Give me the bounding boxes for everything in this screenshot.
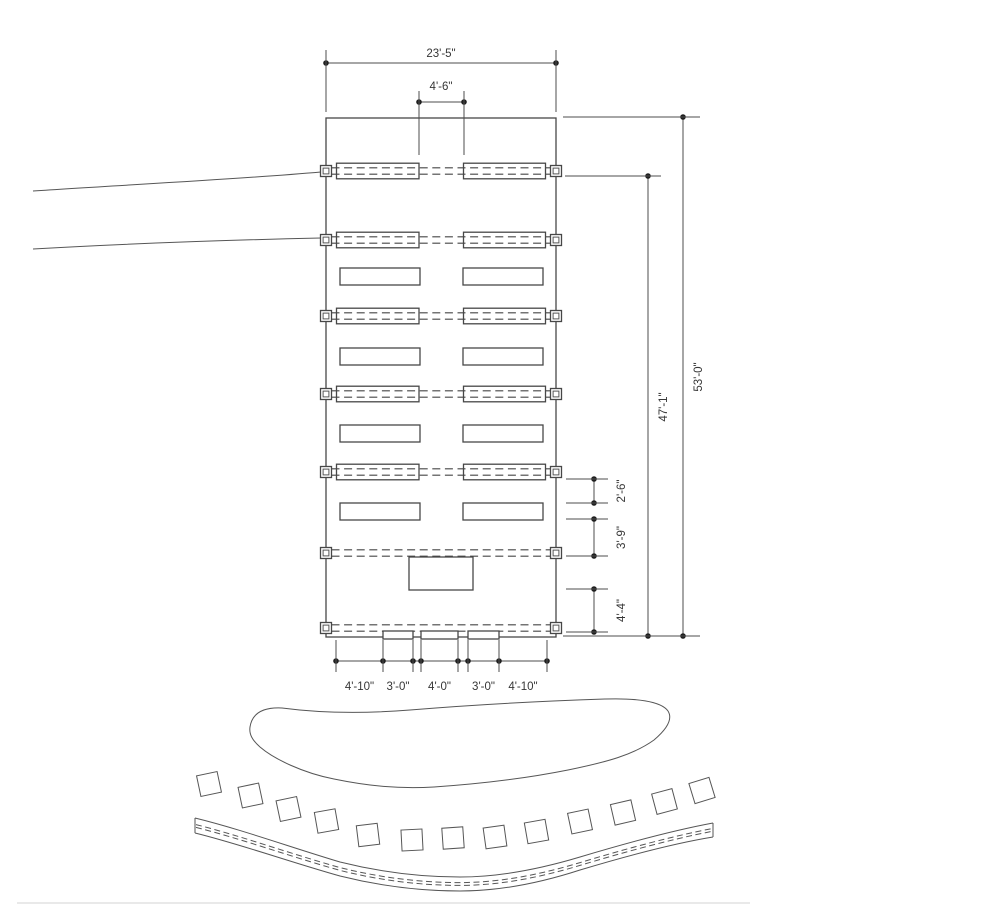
paver-square — [651, 788, 678, 815]
paver-square — [523, 818, 550, 845]
paver-square — [566, 808, 594, 835]
paver-square — [609, 799, 637, 826]
dim-label-right-detail-1: 2'-6" — [616, 480, 628, 503]
paver-square — [688, 776, 716, 805]
site-features — [17, 698, 750, 904]
dim-label-bottom-4: 3'-0" — [472, 681, 495, 693]
paver-square — [275, 795, 302, 823]
paver-square — [355, 822, 381, 848]
paver-square — [400, 828, 424, 852]
dim-label-right-detail-2: 3'-9" — [616, 526, 628, 549]
dim-label-top-width: 23'-5" — [426, 48, 455, 60]
building-outline — [325, 117, 557, 638]
dimension-lines — [323, 50, 700, 672]
paver-square — [195, 770, 223, 798]
entry-pads — [382, 630, 500, 640]
dim-label-bottom-2: 3'-0" — [387, 681, 410, 693]
beam-rows — [319, 162, 563, 635]
dim-label-right-inner: 47'-1" — [658, 392, 670, 421]
dim-label-bottom-3: 4'-0" — [428, 681, 451, 693]
dim-label-right-detail-3: 4'-4" — [616, 599, 628, 622]
paver-square — [482, 824, 508, 850]
paver-square — [441, 826, 465, 850]
wall-openings — [339, 267, 544, 591]
dim-label-right-overall: 53'-0" — [693, 362, 705, 391]
dim-label-bottom-5: 4'-10" — [508, 681, 537, 693]
paver-square — [313, 808, 340, 834]
dim-label-top-center-gap: 4'-6" — [430, 81, 453, 93]
paver-square — [237, 782, 264, 809]
site-leader-curves — [32, 171, 322, 250]
dim-label-bottom-1: 4'-10" — [345, 681, 374, 693]
